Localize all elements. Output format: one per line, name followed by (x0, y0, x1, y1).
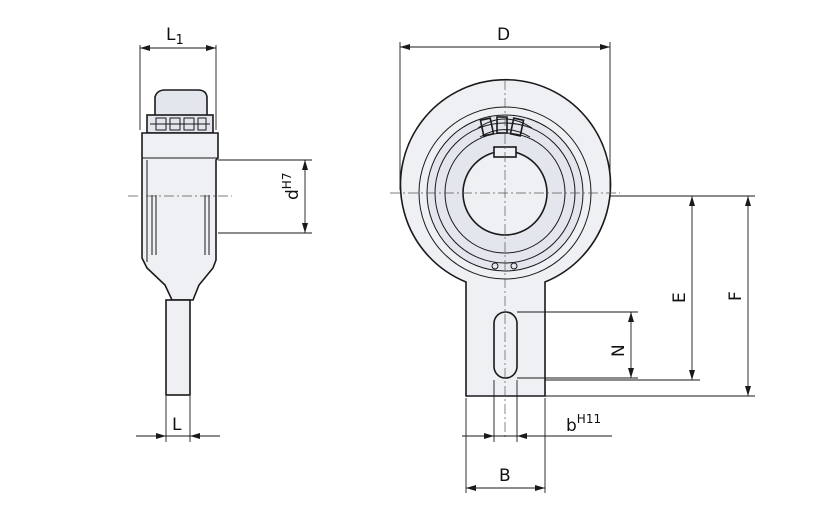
label-d: dH7 (280, 173, 303, 200)
label-B: B (499, 466, 511, 486)
label-L: L (172, 415, 182, 435)
dim-F: F (545, 195, 755, 397)
side-top-cap (154, 89, 208, 119)
front-view (390, 78, 620, 440)
dim-B: B (465, 398, 546, 493)
dim-E: E (545, 195, 700, 381)
dim-L: L (136, 396, 220, 442)
side-arm (165, 299, 191, 396)
dim-L1: L1 (139, 25, 217, 130)
dim-N: N (517, 311, 638, 379)
label-N: N (609, 344, 629, 357)
dim-b: bH11 (462, 380, 612, 442)
label-L1: L1 (166, 25, 184, 48)
dim-D: D (399, 25, 611, 190)
side-view (128, 89, 232, 396)
label-F: F (726, 291, 746, 301)
label-E: E (670, 292, 690, 303)
front-small-hole-left (491, 262, 499, 270)
dim-d: dH7 (218, 159, 312, 234)
label-b: bH11 (566, 412, 601, 436)
front-small-hole-right (510, 262, 518, 270)
label-D: D (497, 25, 510, 45)
front-slot (493, 311, 518, 379)
